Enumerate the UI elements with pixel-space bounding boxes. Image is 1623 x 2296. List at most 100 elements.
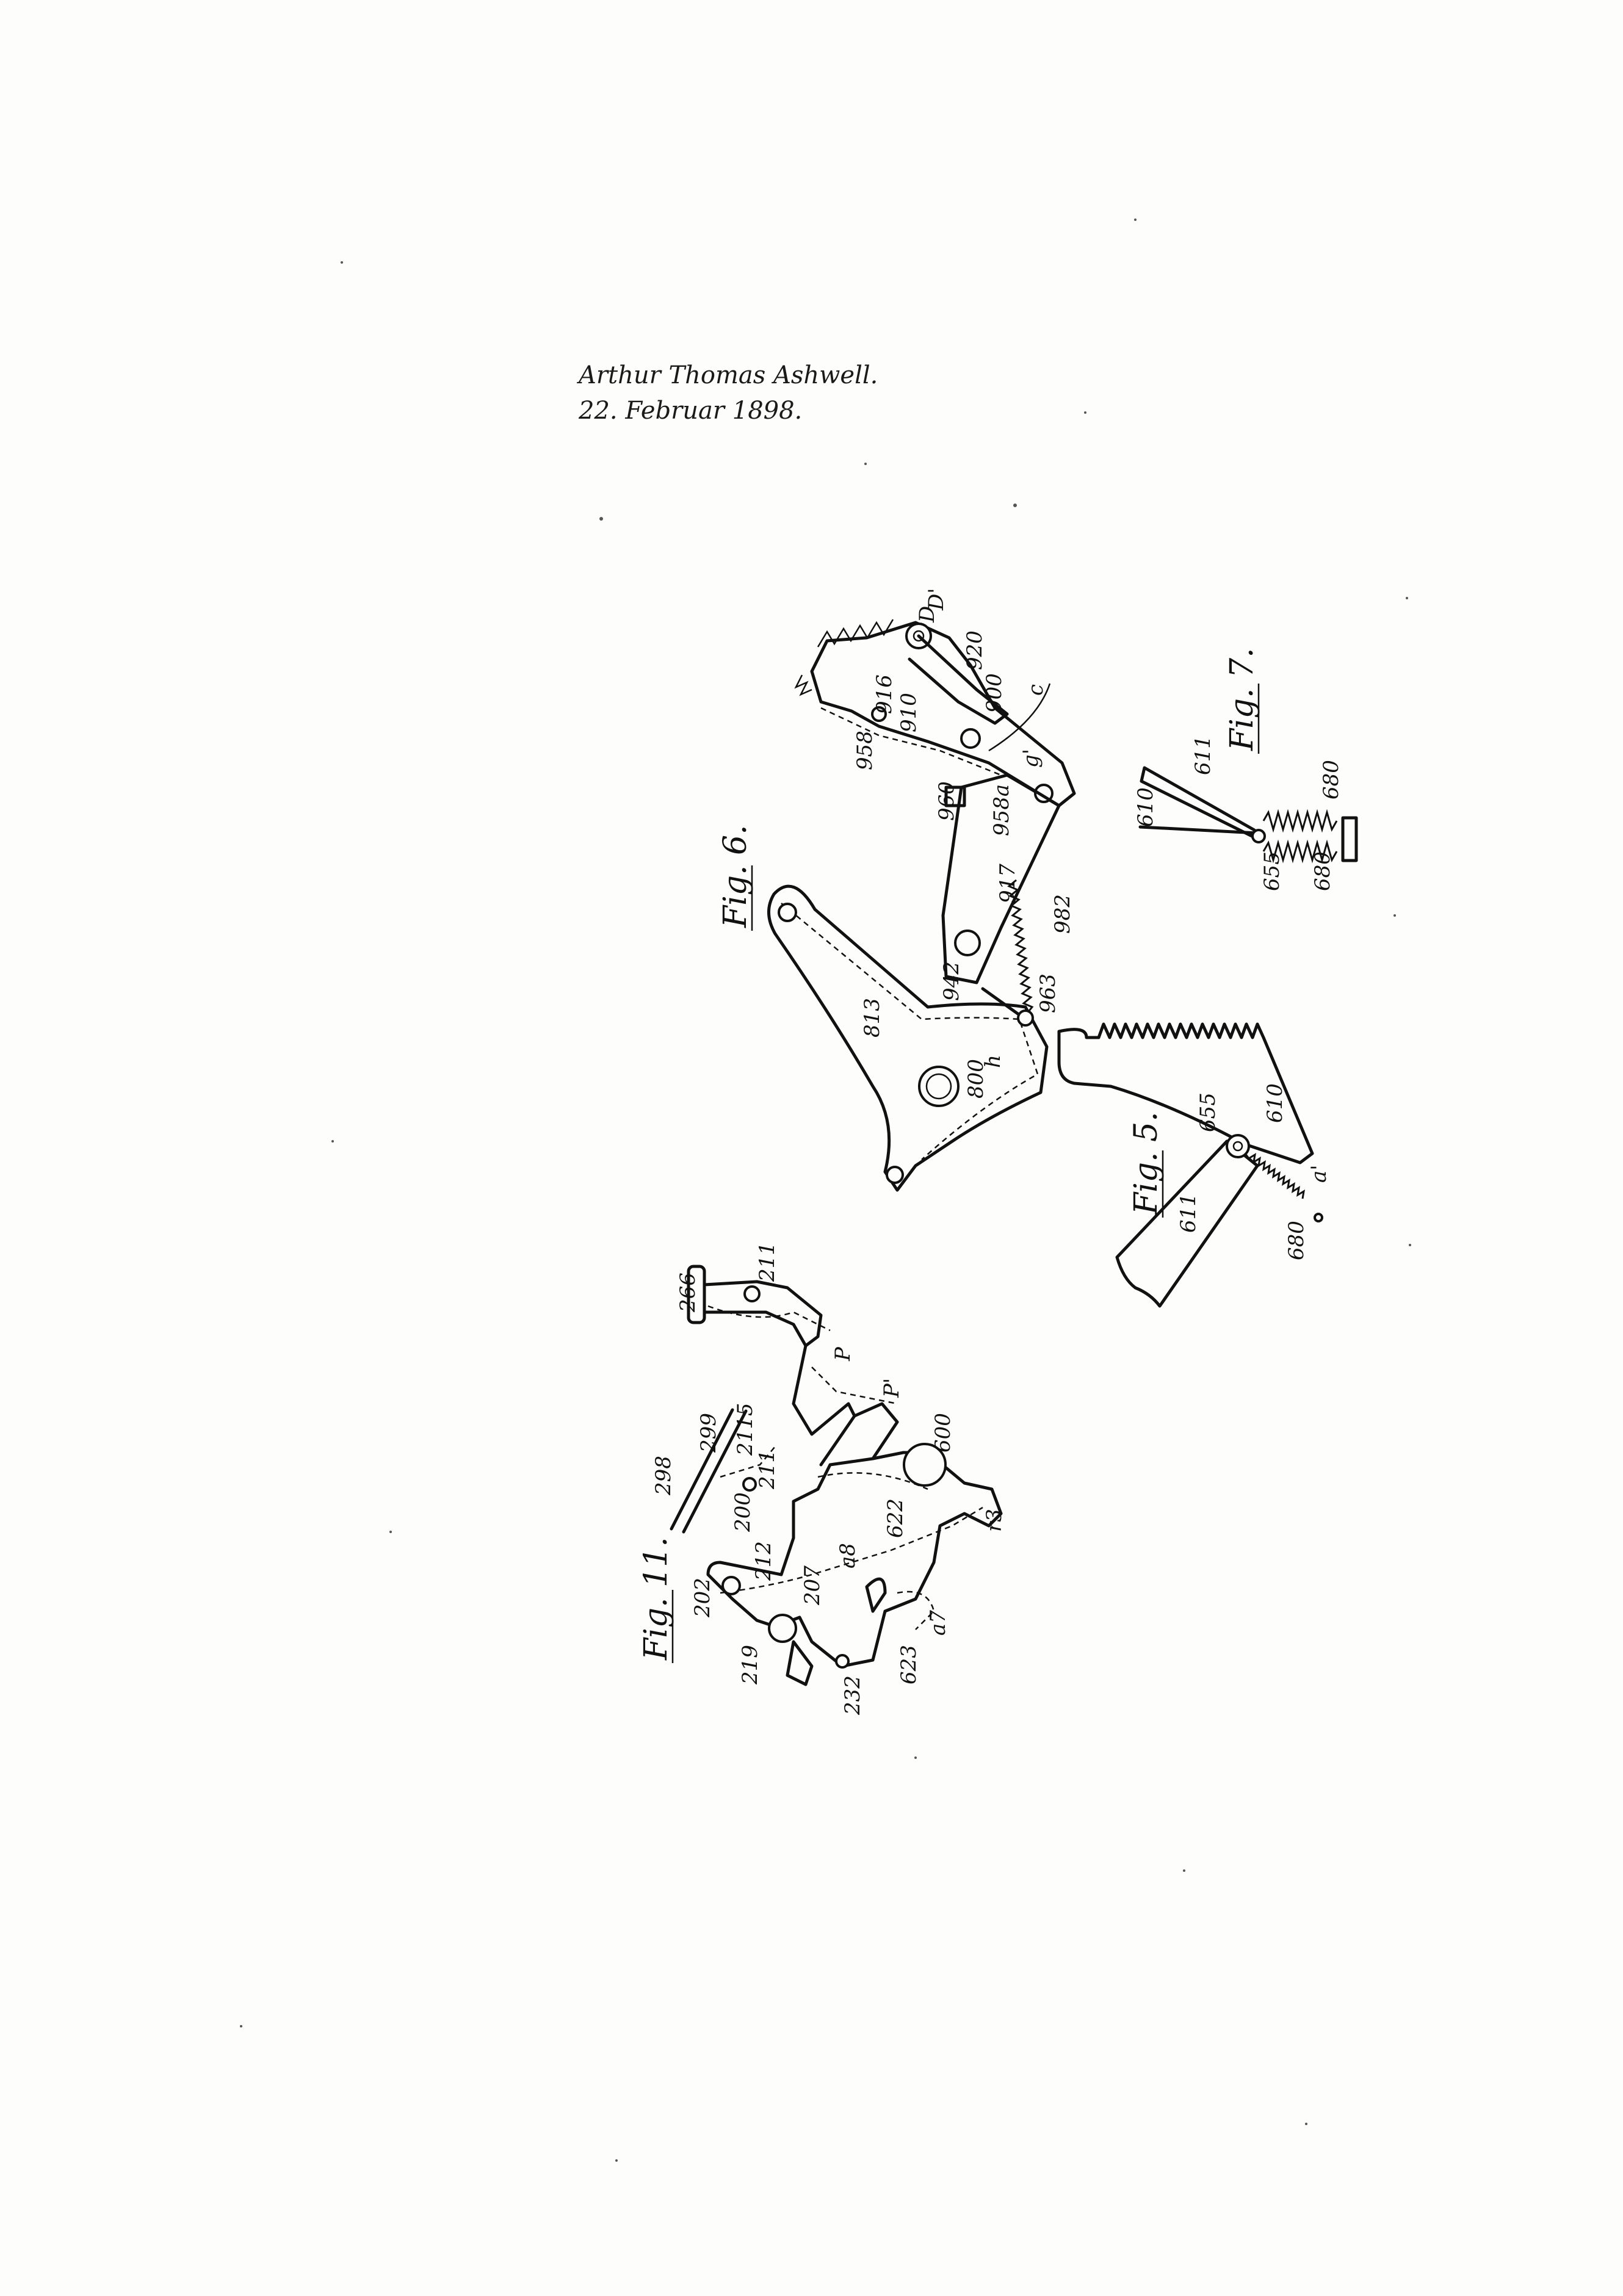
blade-611 — [1115, 1139, 1259, 1308]
label-c: c — [1024, 684, 1048, 696]
label-211-mid: 211 — [755, 1449, 779, 1490]
label-212: 212 — [751, 1541, 776, 1581]
label-958: 958 — [853, 731, 877, 770]
label-610: 610 — [1133, 787, 1158, 827]
label-232: 232 — [840, 1675, 865, 1716]
rail-298 — [670, 1408, 734, 1531]
pivot-207 — [768, 1614, 797, 1643]
rail-299 — [682, 1409, 748, 1534]
inventor-name: Arthur Thomas Ashwell. — [579, 361, 878, 389]
label-680: 680 — [1284, 1221, 1309, 1260]
label-960: 960 — [934, 781, 959, 821]
label-622: 622 — [883, 1498, 908, 1538]
lever-813-end-hole — [886, 1166, 904, 1184]
spring-982 — [1007, 879, 1034, 1014]
figure-7: Fig. 7. 610 611 655 680 680 — [1133, 648, 1358, 891]
shaft-800 — [918, 1066, 960, 1107]
label-680-b: 680 — [1319, 760, 1343, 800]
label-219: 219 — [738, 1645, 762, 1685]
curve-c — [988, 683, 1051, 752]
label-982: 982 — [1050, 894, 1075, 934]
label-200: 200 — [731, 1492, 755, 1532]
label-655: 655 — [1260, 851, 1284, 891]
label-r3: r3 — [982, 1509, 1007, 1532]
label-813: 813 — [860, 998, 884, 1038]
arm-920 — [908, 634, 1009, 725]
label-266: 266 — [676, 1273, 700, 1313]
block-960 — [944, 785, 966, 807]
spring-680-left — [1262, 809, 1338, 833]
lever-211-dashed — [707, 1305, 831, 1332]
label-680-a: 680 — [1310, 851, 1335, 891]
label-g-prime: g' — [1019, 749, 1043, 768]
label-610: 610 — [1263, 1083, 1287, 1123]
label-920: 920 — [963, 630, 987, 670]
label-611: 611 — [1176, 1193, 1201, 1233]
label-211-top: 211 — [755, 1242, 779, 1282]
fig6-title: Fig. 6. — [717, 825, 754, 928]
pivot-202 — [721, 1576, 741, 1595]
spring-680-right — [1262, 839, 1338, 864]
fig11-labels: 266 211 P P' 299 298 2115 211 200 600 62… — [651, 1242, 1007, 1716]
patent-date: 22. Februar 1898. — [579, 397, 803, 425]
figure-11: Fig. 11. — [638, 1242, 1007, 1716]
label-917: 917 — [996, 864, 1020, 903]
label-a-prime: a' — [1307, 1164, 1331, 1183]
link-917 — [941, 773, 1061, 984]
label-916: 916 — [872, 674, 897, 714]
fig7-labels: 610 611 655 680 680 — [1133, 735, 1343, 891]
label-942: 942 — [939, 961, 964, 1001]
label-207: 207 — [800, 1565, 825, 1606]
label-h: h — [981, 1055, 1005, 1068]
fig5-labels: 611 655 610 680 a' — [1176, 1083, 1331, 1260]
link-2115-dashed — [720, 1446, 776, 1478]
pivot-916 — [871, 706, 887, 722]
label-298: 298 — [651, 1456, 676, 1496]
label-a8: a8 — [836, 1543, 860, 1569]
cam-a8 — [865, 1577, 887, 1613]
fig5-title: Fig. 5. — [1128, 1111, 1165, 1215]
lever-813-dashed-position — [781, 903, 1039, 1160]
fig11-title: Fig. 11. — [638, 1537, 674, 1661]
label-611: 611 — [1191, 735, 1215, 775]
spring-anchor — [1341, 816, 1358, 862]
jaw-hook — [794, 674, 812, 696]
lever-813-pivot-hole — [778, 903, 797, 922]
shaft-600 — [903, 1443, 947, 1487]
arm-P — [792, 1344, 856, 1467]
lever-910-dashed — [820, 707, 1002, 776]
arm-P-prime — [853, 1402, 899, 1460]
figure-6: Fig. 6. — [717, 588, 1076, 1192]
pivot-900 — [960, 728, 981, 749]
label-a7: a7 — [926, 1610, 950, 1636]
label-202: 202 — [690, 1578, 715, 1618]
label-910: 910 — [897, 693, 921, 732]
label-600: 600 — [931, 1413, 955, 1453]
pivot-211-upper — [743, 1285, 761, 1302]
rod-610 — [1138, 825, 1259, 835]
pivot-200 — [742, 1477, 757, 1492]
pivot-963 — [1017, 1009, 1034, 1027]
label-623: 623 — [897, 1645, 921, 1684]
lever-211 — [703, 1280, 823, 1348]
label-P-prime: P' — [880, 1378, 904, 1398]
fig7-title: Fig. 7. — [1224, 648, 1260, 751]
label-655: 655 — [1196, 1092, 1220, 1132]
label-P: P — [831, 1346, 855, 1362]
label-900: 900 — [982, 673, 1007, 713]
pivot-942 — [954, 930, 981, 956]
rack-610 — [1057, 1022, 1314, 1164]
spring-end — [1314, 1213, 1323, 1222]
label-D: D — [915, 606, 939, 623]
pivot-655 — [1251, 829, 1266, 843]
label-958a: 958a — [989, 784, 1014, 836]
label-963: 963 — [1036, 973, 1060, 1013]
lever-813 — [767, 884, 1049, 1192]
lever-910 — [810, 621, 1076, 807]
label-800: 800 — [964, 1059, 988, 1099]
pivot-655 — [1226, 1134, 1250, 1158]
label-299: 299 — [696, 1413, 721, 1453]
lever-219 — [786, 1640, 814, 1686]
